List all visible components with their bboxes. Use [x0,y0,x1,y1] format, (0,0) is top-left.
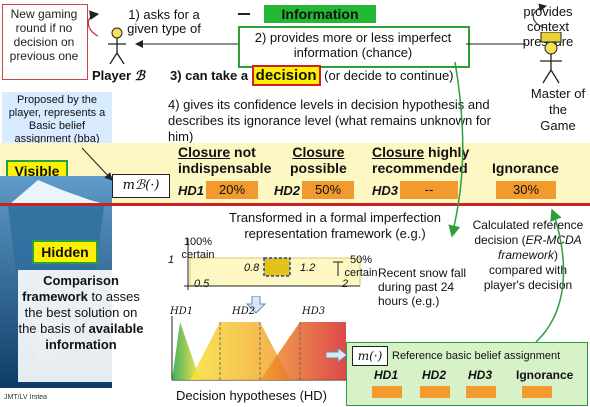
waterline-divider [0,203,590,206]
certainty-y-top: 1 [168,254,175,266]
right-arrow-icon [326,348,348,362]
down-arrow-icon [246,296,266,314]
hd1-value: 20% [206,181,258,199]
step3-text: 3) can take a decision (or decide to con… [170,65,454,86]
proposed-note: Proposed by the player, represents a Bas… [2,92,112,148]
hidden-label: Hidden [32,240,98,264]
step2-text: 2) provides more or less imperfect infor… [254,30,452,60]
comparison-note: Comparison framework to asses the best s… [18,270,144,382]
column-3-title: Closure highly recommended [372,144,470,176]
master-label: Master of the Game [530,86,586,133]
step2-box [238,26,470,68]
certainty-diagram [184,238,361,290]
footer-credit: JMT/LV Irstea [4,394,48,401]
reference-cell-ignorance [522,386,552,398]
reference-title: Reference basic belief assignment [392,350,561,362]
player-figure-icon [108,27,126,65]
step1-label: 1) asks for a given type of [127,7,201,36]
hd3-label: HD3 [372,183,399,198]
membership-label-hd1: HD1 [170,306,194,317]
reference-symbol: m(·) [352,346,388,366]
column-2-title: Closure possible [290,144,347,176]
hd2-label: HD2 [274,183,301,198]
membership-label-hd3: HD3 [302,306,326,317]
certainty-x-caption: Recent snow fall during past 24 hours (e… [378,266,467,308]
membership-label-hd2: HD2 [232,306,256,317]
new-round-note-box [2,4,88,80]
reference-col-hd1: HD1 [374,368,399,382]
column-1-title: Closure not indispensable [178,144,272,176]
certainty-y-label: 100% certain [181,236,215,261]
reference-col-ignorance: Ignorance [516,368,574,382]
master-figure-icon [540,32,562,84]
reference-col-hd2: HD2 [422,368,447,382]
information-line-icon [238,13,250,15]
step1-text: 1) asks for a given type of [112,8,216,36]
reference-col-hd3: HD3 [468,368,493,382]
reference-cell-hd2 [420,386,450,398]
hd1-label: HD1 [178,183,205,198]
hd2-value: 50% [302,181,354,199]
membership-chart [171,316,346,381]
certainty-right-label: 50% certain [344,254,378,279]
calculated-note: Calculated reference decision (ER-MCDA f… [472,218,584,292]
new-round-note: New gaming round if no decision on previ… [9,7,79,63]
certainty-x-left: 0.5 [194,278,210,290]
ignorance-title: Ignorance [492,160,559,176]
step4-text: 4) gives its confidence levels in decisi… [168,97,491,144]
transformed-note: Transformed in a formal imperfection rep… [229,210,441,241]
certainty-inner-left: 0.8 [244,262,260,274]
player-label: Player ℬ [92,68,145,84]
certainty-inner-right: 1.2 [300,262,316,274]
decision-keyword: decision [251,65,321,86]
membership-caption: Decision hypotheses (HD) [176,388,328,403]
bba-symbol: mℬ(·) [112,174,170,198]
reference-cell-hd3 [466,386,496,398]
ignorance-value: 30% [496,181,556,199]
certainty-x-right: 2 [342,278,349,290]
hd3-value: -- [400,181,458,199]
information-label: Information [264,5,376,23]
reference-cell-hd1 [372,386,402,398]
